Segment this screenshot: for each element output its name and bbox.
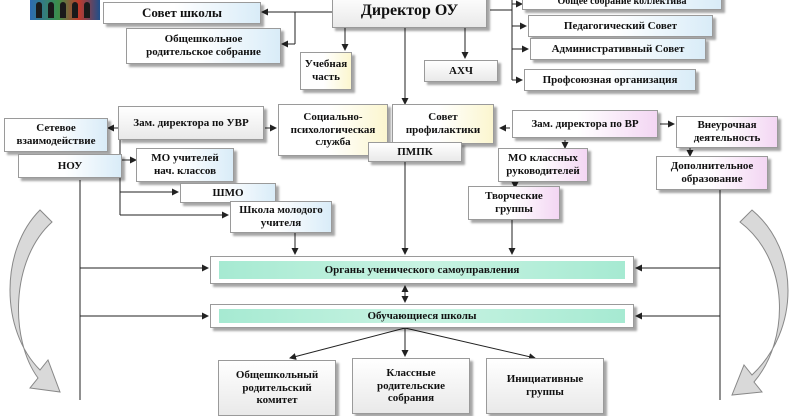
prevention-council-box: Совет профилактики: [392, 104, 494, 144]
staff-photo: [30, 0, 100, 20]
extracurricular-box: Внеурочная деятельность: [676, 116, 778, 148]
student-gov-label: Органы ученического самоуправления: [324, 264, 520, 276]
org-structure-diagram: Директор ОУ Совет школы Общешкольное род…: [4, 0, 789, 416]
parent-committee-box: Общешкольный родительский комитет: [218, 360, 336, 416]
additional-edu-box: Дополнительное образование: [656, 156, 768, 190]
shmo-box: ШМО: [180, 183, 276, 203]
ped-council-box: Педагогический Совет: [528, 15, 713, 37]
mo-primary-box: МО учителей нач. классов: [136, 148, 234, 182]
network-box: Сетевое взаимодействие: [4, 118, 108, 152]
director-box: Директор ОУ: [332, 0, 487, 28]
mo-class-leaders-box: МО классных руководителей: [498, 148, 588, 182]
young-teacher-box: Школа молодого учителя: [230, 201, 332, 233]
staff-meeting-box: Общее собрание коллектива: [522, 0, 722, 10]
nou-box: НОУ: [18, 154, 122, 178]
akhch-box: АХЧ: [424, 60, 498, 82]
social-psych-box: Социально-психологическая служба: [278, 104, 388, 156]
deputy-vr-box: Зам. директора по ВР: [512, 110, 658, 138]
parent-assembly-box: Общешкольное родительское собрание: [126, 28, 281, 64]
class-meetings-box: Классные родительские собрания: [352, 358, 470, 414]
bar-fill: [219, 261, 625, 279]
creative-groups-box: Творческие группы: [468, 186, 560, 220]
school-council-box: Совет школы: [103, 2, 261, 24]
curved-arrow-right: [731, 209, 789, 396]
pmpk-box: ПМПК: [368, 142, 462, 162]
students-bar: Обучающиеся школы: [210, 304, 634, 328]
deputy-uvr-box: Зам. директора по УВР: [118, 106, 264, 140]
union-box: Профсоюзная организация: [524, 69, 696, 91]
curved-arrow-left: [9, 209, 61, 393]
academic-unit-box: Учебная часть: [300, 52, 352, 90]
student-gov-bar: Органы ученического самоуправления: [210, 256, 634, 284]
students-label: Обучающиеся школы: [367, 310, 477, 322]
initiative-groups-box: Инициативные группы: [486, 358, 604, 414]
admin-council-box: Административный Совет: [530, 38, 706, 60]
connector-lines: [9, 0, 789, 400]
bar-fill: [219, 309, 625, 323]
